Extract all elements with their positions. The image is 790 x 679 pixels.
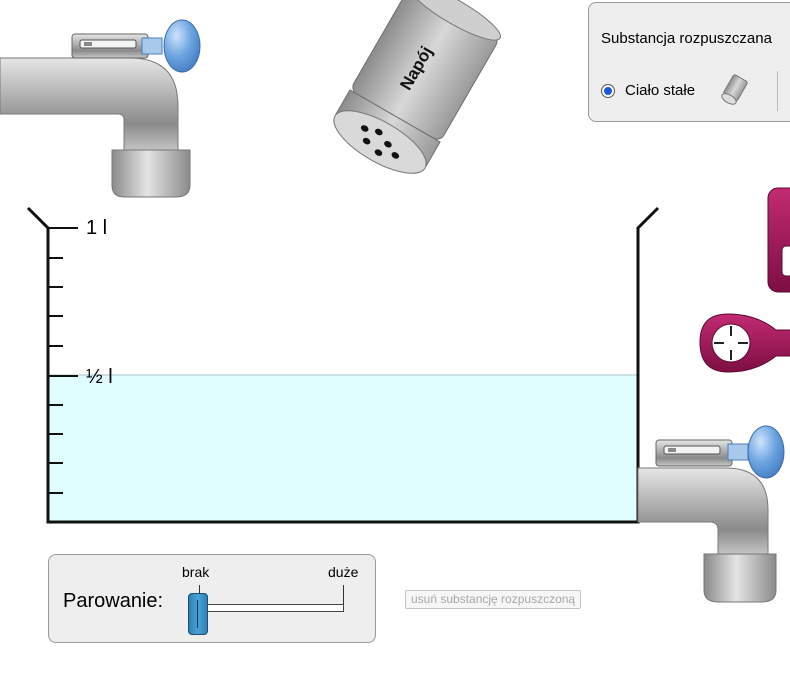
- evaporation-label: Parowanie:: [63, 590, 164, 612]
- remove-solute-button[interactable]: usuń substancję rozpuszczoną: [405, 590, 582, 609]
- solute-panel-title: Substancja rozpuszczana: [601, 30, 772, 47]
- solid-radio-button[interactable]: [601, 84, 615, 98]
- evaporation-panel: Parowanie: brak duże: [48, 554, 376, 643]
- drain-faucet[interactable]: [637, 425, 785, 603]
- drain-faucet-pipe: [637, 467, 769, 557]
- solid-radio-label[interactable]: Ciało stałe: [625, 82, 696, 99]
- beaker-outline: [26, 206, 660, 524]
- evaporation-max-label: duże: [328, 564, 359, 580]
- shaker-icon: [721, 74, 748, 105]
- crosshair-icon: [714, 326, 748, 360]
- input-faucet-knob-stem: [141, 37, 163, 55]
- panel-divider: [777, 71, 778, 111]
- meter-probe-window: [711, 323, 751, 363]
- evaporation-tick-max: [343, 585, 344, 605]
- input-faucet-valve-slot: [79, 39, 137, 49]
- meter-display: [781, 245, 790, 277]
- input-faucet[interactable]: [0, 19, 201, 198]
- beaker-scale: [48, 227, 78, 494]
- drain-faucet-spout: [703, 553, 777, 603]
- beaker: [26, 206, 660, 524]
- solute-panel: Substancja rozpuszczana Ciało stałe: [588, 2, 790, 122]
- beaker-solution: [48, 375, 638, 522]
- input-faucet-knob-icon[interactable]: [163, 19, 201, 73]
- drain-faucet-valve-indicator: [668, 448, 676, 452]
- evaporation-min-label: brak: [182, 564, 210, 580]
- drain-faucet-knob-icon[interactable]: [747, 425, 785, 479]
- concentration-meter[interactable]: [767, 187, 790, 293]
- input-faucet-spout: [111, 149, 191, 198]
- drain-faucet-knob-stem: [727, 443, 749, 461]
- input-faucet-valve-indicator: [84, 42, 92, 46]
- shaker-cap-face: [333, 110, 427, 174]
- meter-probe[interactable]: [699, 313, 790, 373]
- beaker-label-full: 1 l: [86, 217, 108, 239]
- shaker-holes-icon: [360, 125, 400, 159]
- input-faucet-pipe: [0, 57, 179, 153]
- drain-faucet-valve-slot: [663, 445, 721, 455]
- beaker-label-half: ½ l: [86, 366, 113, 388]
- evaporation-slider-track[interactable]: [199, 604, 344, 612]
- shaker-top: [409, 0, 501, 41]
- solute-shaker[interactable]: Napój: [325, 0, 506, 185]
- evaporation-slider-thumb[interactable]: [188, 593, 208, 635]
